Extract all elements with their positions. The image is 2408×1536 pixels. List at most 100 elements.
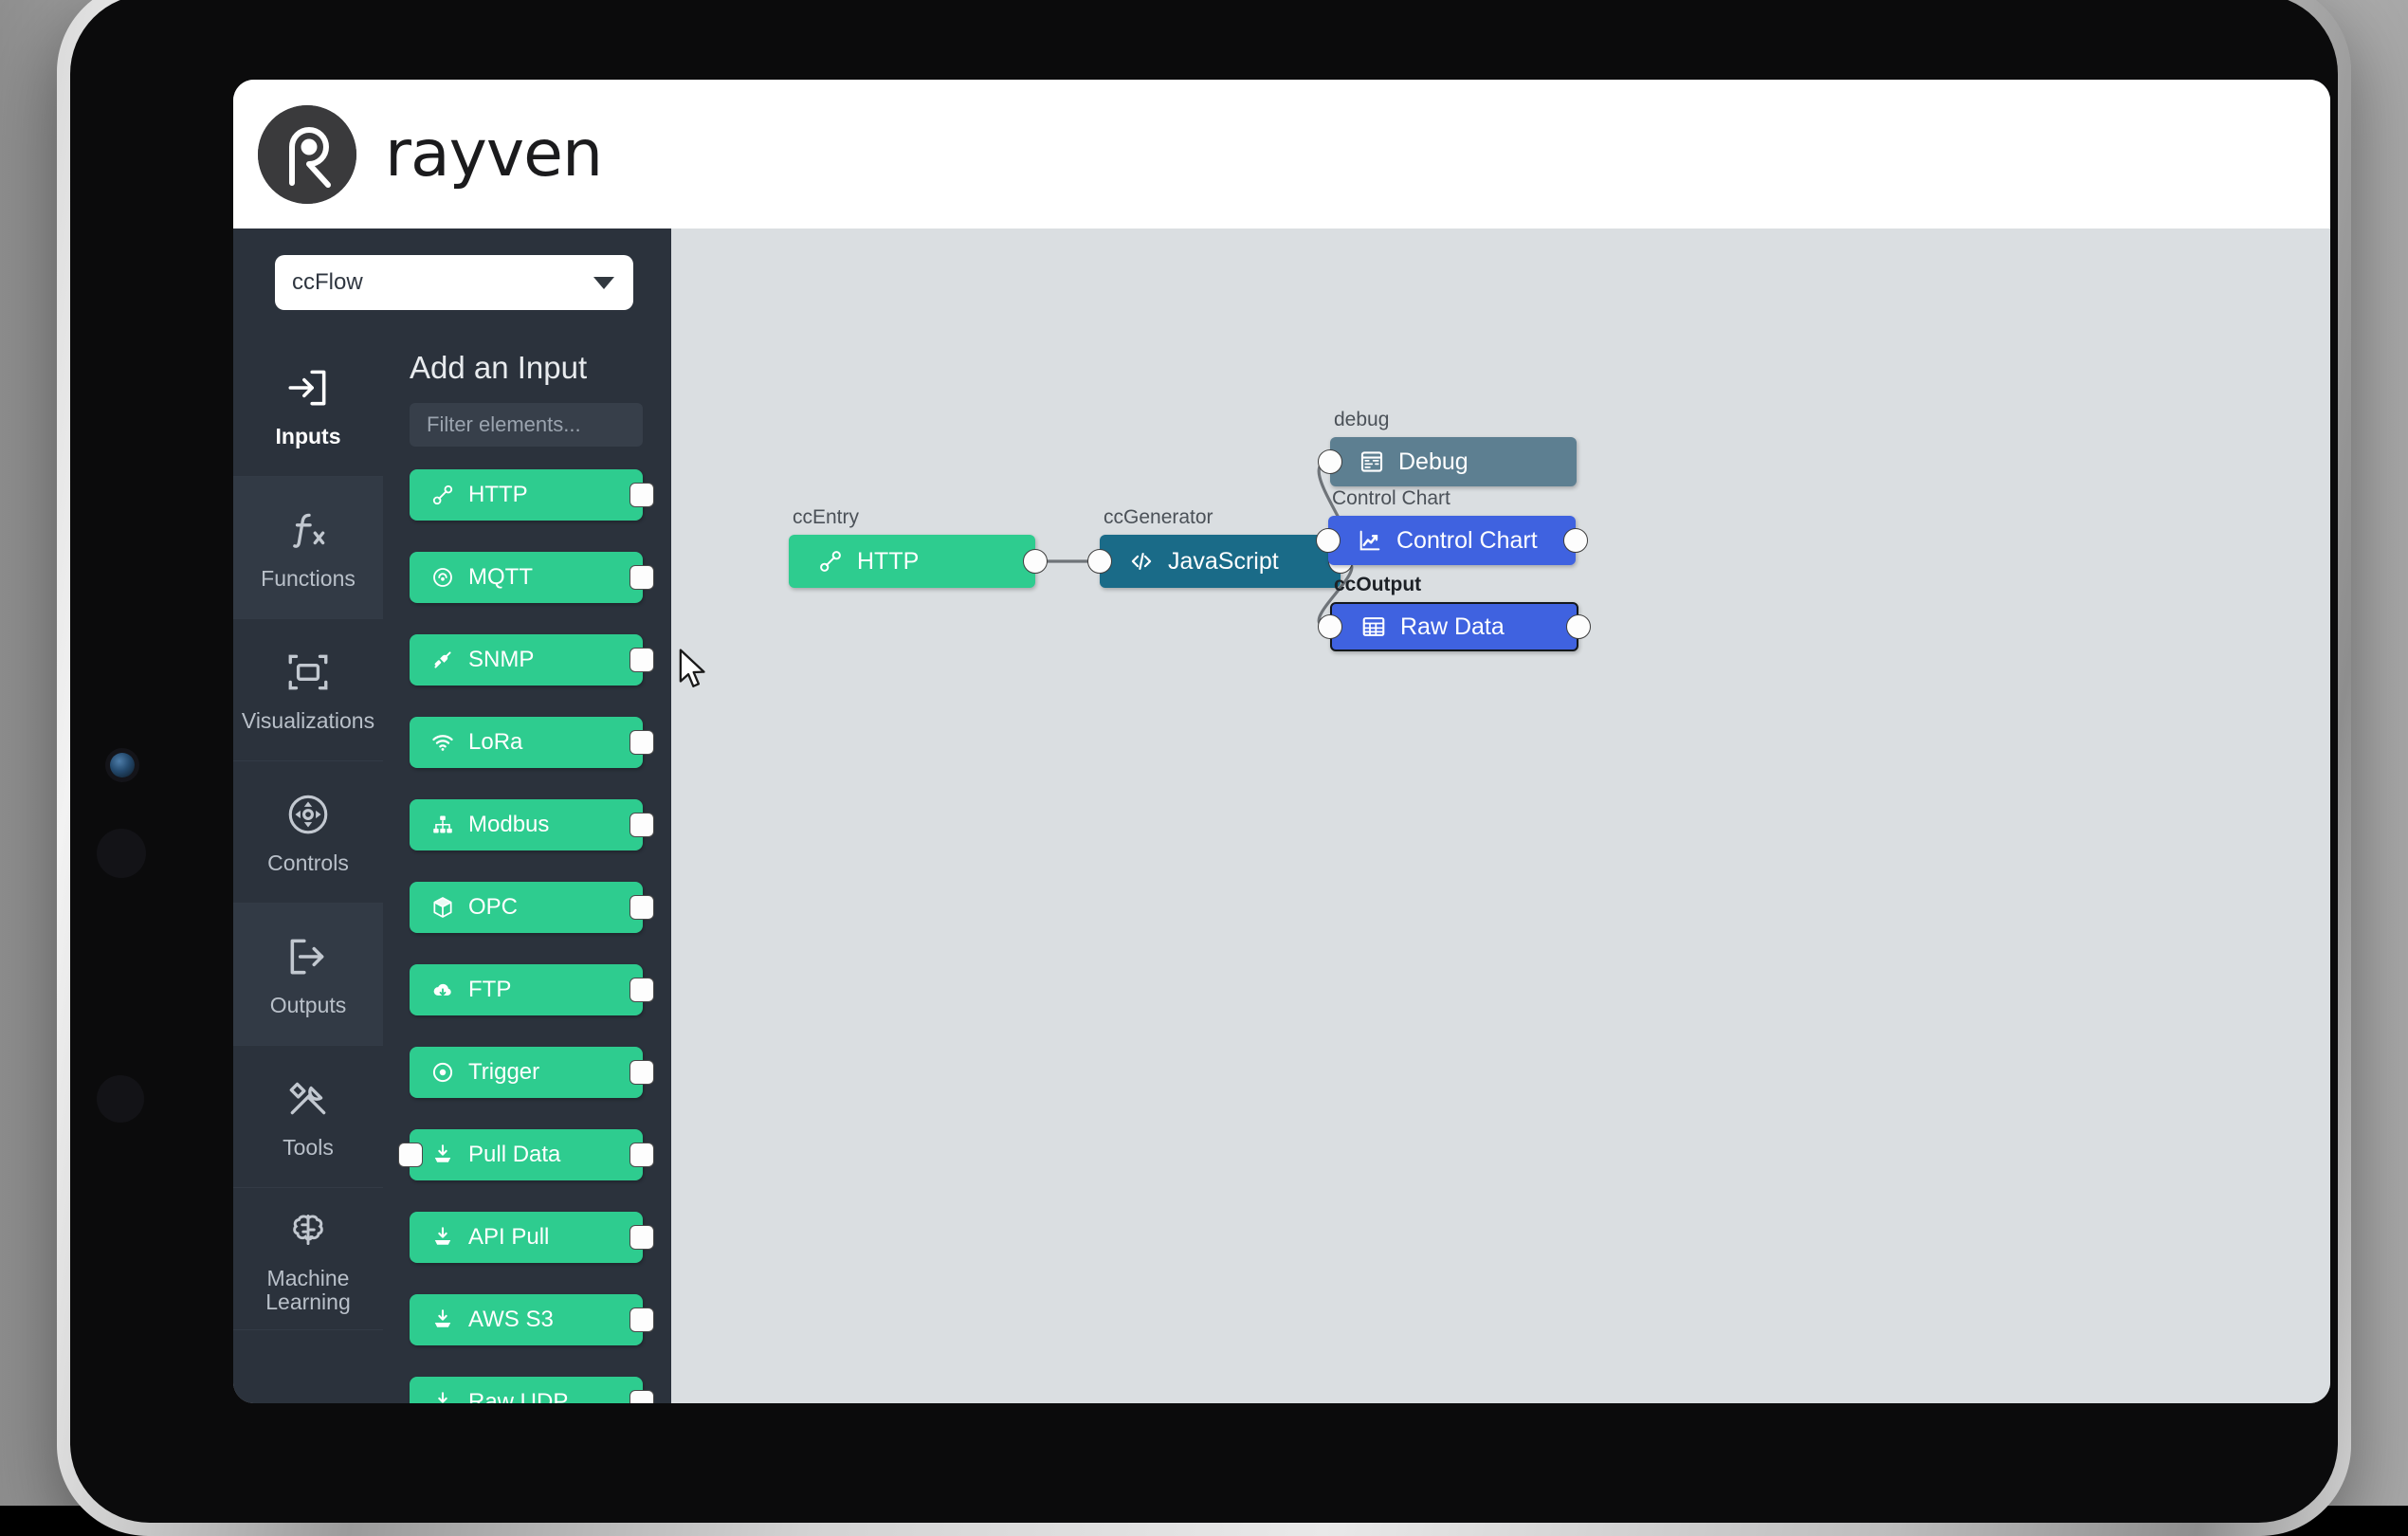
node-output-port[interactable]	[1566, 614, 1591, 639]
app-body: ccFlow	[233, 229, 2330, 1403]
tablet-camera-icon	[110, 753, 135, 777]
element-palette: Add an Input Filter elements... HTTP MQTT…	[383, 335, 671, 1403]
element-output-port[interactable]	[629, 813, 654, 837]
node-input-port[interactable]	[1316, 528, 1341, 553]
node-input-port[interactable]	[1087, 549, 1112, 574]
tablet-screen: rayven ccFlow	[233, 80, 2330, 1403]
element-chip-label: SNMP	[468, 647, 534, 673]
plug-connect-icon	[430, 648, 455, 672]
element-chip-pull-data[interactable]: Pull Data	[410, 1129, 643, 1180]
network-tree-icon	[430, 813, 455, 837]
flow-select-dropdown[interactable]: ccFlow	[275, 255, 633, 310]
tablet-power-button[interactable]	[97, 1075, 144, 1123]
element-output-port[interactable]	[629, 730, 654, 755]
panel-split: Inputs	[233, 335, 671, 1403]
element-chip-trigger[interactable]: Trigger	[410, 1047, 643, 1098]
node-output-port[interactable]	[1563, 528, 1588, 553]
code-tag-icon	[1128, 548, 1155, 575]
sidebar-item-tools[interactable]: Tools	[233, 1046, 383, 1188]
sidebar-item-label: Inputs	[276, 425, 341, 448]
sidebar-item-outputs[interactable]: Outputs	[233, 904, 383, 1046]
element-chip-mqtt[interactable]: MQTT	[410, 552, 643, 603]
element-chip-ftp[interactable]: FTP	[410, 964, 643, 1015]
element-output-port[interactable]	[629, 483, 654, 507]
wifi-signal-icon	[430, 730, 455, 755]
sidebar-item-label: Outputs	[270, 994, 347, 1017]
link-chain-icon	[817, 548, 844, 575]
flow-node-generator[interactable]: JavaScript	[1100, 535, 1341, 588]
link-chain-icon	[430, 483, 455, 507]
login-arrow-icon	[283, 362, 334, 413]
frame-crop-icon	[283, 647, 334, 698]
line-chart-icon	[1357, 527, 1383, 554]
element-output-port[interactable]	[629, 1390, 654, 1403]
element-output-port[interactable]	[629, 1143, 654, 1167]
flow-node-title: Raw Data	[1400, 613, 1505, 641]
download-tray-icon	[430, 1225, 455, 1250]
panel-title: Add an Input	[383, 335, 671, 392]
node-input-port[interactable]	[1318, 614, 1342, 639]
tablet-bezel: rayven ccFlow	[70, 0, 2338, 1523]
flow-node-entry[interactable]: HTTP	[789, 535, 1035, 588]
target-dot-icon	[430, 1060, 455, 1085]
element-row: SNMP	[410, 634, 654, 686]
element-row: API Pull	[410, 1212, 654, 1263]
element-chip-http[interactable]: HTTP	[410, 469, 643, 521]
element-row: Pull Data	[410, 1129, 654, 1180]
sidebar-item-label: Controls	[267, 851, 349, 875]
flow-node-title: HTTP	[857, 548, 919, 576]
element-chip-label: AWS S3	[468, 1307, 554, 1333]
category-rail: Inputs	[233, 335, 383, 1403]
filter-input[interactable]: Filter elements...	[410, 403, 643, 447]
logout-arrow-icon	[283, 931, 334, 982]
sidebar-item-inputs[interactable]: Inputs	[233, 335, 383, 477]
sidebar-item-machine-learning[interactable]: Machine Learning	[233, 1188, 383, 1330]
sidebar-item-controls[interactable]: Controls	[233, 761, 383, 904]
sidebar-item-label: Visualizations	[242, 709, 374, 733]
node-output-port[interactable]	[1023, 549, 1048, 574]
element-chip-label: MQTT	[468, 564, 533, 591]
rayven-r-logo-icon	[258, 105, 356, 204]
element-output-port[interactable]	[629, 978, 654, 1002]
element-row: Modbus	[410, 799, 654, 850]
tablet-volume-button[interactable]	[97, 829, 146, 878]
element-output-port[interactable]	[629, 1060, 654, 1085]
element-chip-label: Pull Data	[468, 1142, 560, 1168]
element-row: LoRa	[410, 717, 654, 768]
sidebar-item-label: Functions	[261, 567, 356, 591]
download-tray-icon	[430, 1143, 455, 1167]
element-output-port[interactable]	[629, 895, 654, 920]
element-chip-api-pull[interactable]: API Pull	[410, 1212, 643, 1263]
download-tray-icon	[430, 1307, 455, 1332]
element-chip-raw-udp[interactable]: Raw UDP	[410, 1377, 643, 1403]
element-row: OPC	[410, 882, 654, 933]
flow-wires	[671, 229, 2330, 1403]
download-tray-icon	[430, 1390, 455, 1403]
element-chip-label: API Pull	[468, 1224, 549, 1251]
element-chip-opc[interactable]: OPC	[410, 882, 643, 933]
app-header: rayven	[233, 80, 2330, 229]
element-output-port[interactable]	[629, 565, 654, 590]
element-chip-lora[interactable]: LoRa	[410, 717, 643, 768]
element-output-port[interactable]	[629, 648, 654, 672]
element-chip-aws-s3[interactable]: AWS S3	[410, 1294, 643, 1345]
flow-node-output[interactable]: Raw Data	[1330, 602, 1578, 651]
cloud-download-icon	[430, 978, 455, 1002]
element-output-port[interactable]	[629, 1225, 654, 1250]
hammer-wrench-icon	[283, 1073, 334, 1125]
element-output-port[interactable]	[629, 1307, 654, 1332]
flow-node-control[interactable]: Control Chart	[1328, 516, 1576, 565]
flow-node-debug[interactable]: Debug	[1330, 437, 1577, 486]
sidebar-item-label: Machine Learning	[233, 1267, 383, 1314]
element-chip-label: Trigger	[468, 1059, 539, 1086]
cube-box-icon	[430, 895, 455, 920]
sidebar-item-visualizations[interactable]: Visualizations	[233, 619, 383, 761]
element-row: Trigger	[410, 1047, 654, 1098]
sidebar-item-functions[interactable]: Functions	[233, 477, 383, 619]
element-chip-snmp[interactable]: SNMP	[410, 634, 643, 686]
node-input-port[interactable]	[1318, 449, 1342, 474]
element-input-port[interactable]	[398, 1143, 423, 1167]
element-chip-modbus[interactable]: Modbus	[410, 799, 643, 850]
node-caption: debug	[1334, 409, 1389, 431]
